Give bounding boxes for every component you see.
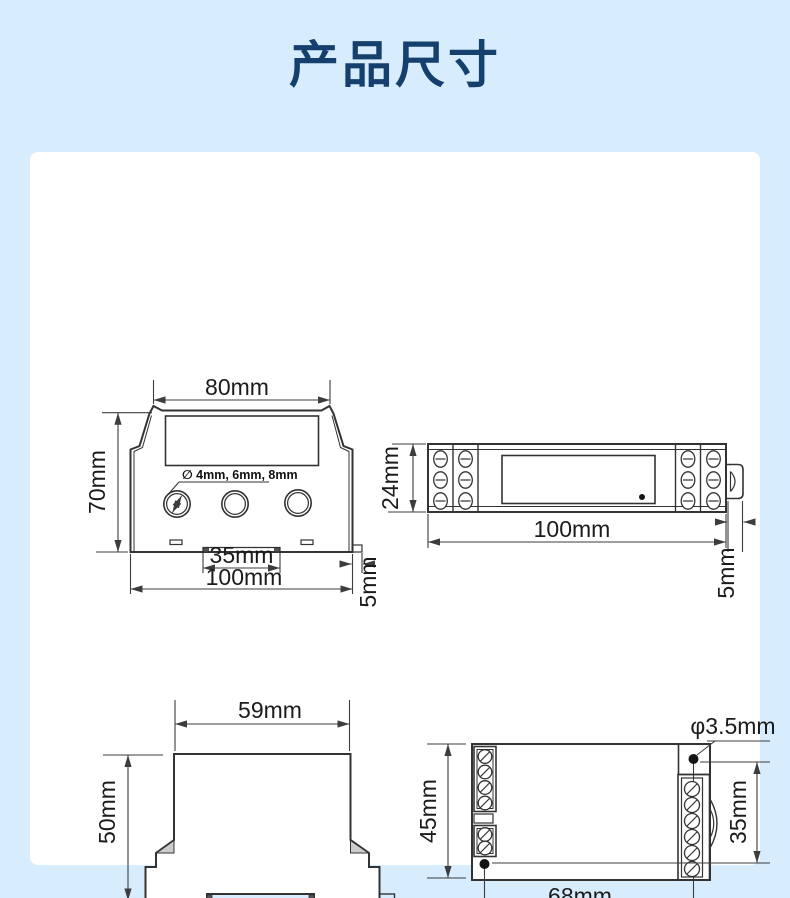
front-dim-total-width: 100mm	[206, 564, 283, 590]
bottom-din-latch	[709, 798, 718, 849]
top-dim-height: 24mm	[377, 446, 403, 510]
side-view-body	[144, 753, 396, 898]
top-din-latch	[727, 463, 744, 500]
bottom-dim-hole-span: 68mm	[548, 883, 612, 898]
side-dim-height: 50mm	[94, 780, 120, 844]
top-dim-clip: 5mm	[713, 547, 739, 598]
front-hole-note: ∅ 4mm, 6mm, 8mm	[182, 468, 298, 482]
bottom-dim-terminal-span: 35mm	[725, 780, 751, 844]
front-dim-clip: 5mm	[355, 556, 381, 607]
top-terminal-screws	[433, 450, 721, 510]
front-view-dimensions: 80mm 70mm 35mm 100mm 5mm	[84, 374, 381, 608]
front-display-window	[164, 415, 320, 467]
bottom-mount-hole-top	[688, 754, 699, 764]
bottom-view-dimensions: 45mm φ3.5mm 35mm 68mm	[415, 713, 776, 898]
top-view-dimensions: 24mm 100mm 5mm	[377, 443, 756, 599]
bottom-hole-label: φ3.5mm	[690, 713, 775, 739]
bottom-view-drawing: 45mm φ3.5mm 35mm 68mm	[415, 713, 776, 898]
top-view-body	[427, 443, 744, 513]
bottom-right-terminal	[677, 773, 711, 881]
top-display-window	[501, 454, 656, 505]
drawing-panel: ∅ 4mm, 6mm, 8mm 80mm 70mm 35mm	[30, 152, 776, 898]
top-indicator-dot	[639, 494, 645, 500]
side-view-drawing: 59mm 50mm 35mm 77mm 5mm	[94, 697, 396, 898]
front-dim-rail: 35mm	[210, 542, 274, 568]
top-view-drawing: 24mm 100mm 5mm	[377, 443, 756, 599]
side-dim-rail: 35mm	[228, 896, 292, 898]
side-dim-top-width: 59mm	[238, 697, 302, 723]
bottom-view-body	[471, 743, 718, 898]
front-dim-top-width: 80mm	[205, 374, 269, 400]
page-title: 产品尺寸	[289, 37, 501, 93]
side-din-clip	[378, 893, 396, 898]
bottom-mount-hole-bottom	[479, 859, 490, 869]
bottom-left-terminals	[473, 745, 497, 858]
bottom-dim-height: 45mm	[415, 779, 441, 843]
front-dim-height: 70mm	[84, 450, 110, 514]
front-din-clip	[351, 544, 363, 553]
front-wire-holes	[163, 488, 313, 518]
side-view-dimensions: 59mm 50mm 35mm 77mm 5mm	[94, 697, 351, 898]
front-view-body: ∅ 4mm, 6mm, 8mm	[129, 404, 363, 553]
front-view-drawing: ∅ 4mm, 6mm, 8mm 80mm 70mm 35mm	[84, 374, 381, 608]
top-dim-width: 100mm	[534, 516, 611, 542]
